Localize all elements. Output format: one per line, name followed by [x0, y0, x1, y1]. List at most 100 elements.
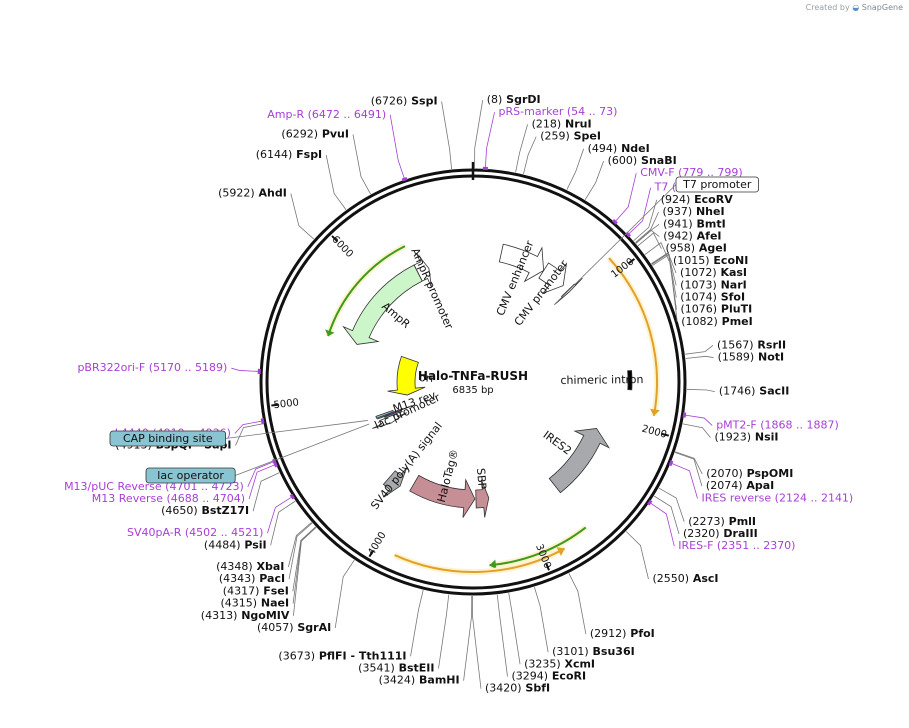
site-sspi-pos: (6726): [371, 94, 408, 107]
site-bmti-name: BmtI: [693, 217, 726, 230]
site-econi-leader: [644, 242, 670, 262]
site-bmti-label: (941) BmtI: [663, 217, 726, 230]
primer-pmt2-f-label: pMT2-F (1868 .. 1887): [716, 418, 839, 431]
site-draiii-pos: (2320): [683, 527, 720, 540]
site-sgrai-leader: [334, 559, 355, 629]
site-fsei-pos: (4317): [223, 584, 260, 597]
backbone: [259, 162, 687, 596]
site-kasi-label: (1072) KasI: [680, 266, 747, 279]
site-nari-name: NarI: [717, 278, 747, 291]
site-pflfi-name: PflFI: [315, 649, 347, 662]
primer-amp-r-range: (6472 .. 6491): [304, 108, 386, 121]
feature-ampr-label: AmpR: [379, 300, 413, 331]
primer-sv40pa-r-binding-mark: [289, 493, 295, 500]
site-xcmi-name: XcmI: [561, 657, 595, 670]
site-ecori-pos: (3294): [512, 670, 549, 683]
site-sspi-name: SspI: [407, 94, 437, 107]
site-ngomiv-name: NgoMIV: [237, 609, 290, 622]
site-asci-pos: (2550): [652, 572, 689, 585]
orf-halo-arrowhead: [489, 559, 497, 570]
site-econi-label: (1015) EcoNI: [673, 254, 748, 267]
site-pluti-name: PluTI: [717, 303, 752, 316]
site-sgrai-pos: (4057): [257, 621, 294, 634]
site-bsteii-label: (3541) BstEII: [358, 661, 434, 674]
primer-prs-marker-label: pRS-marker (54 .. 73): [499, 105, 618, 118]
site-snabi-pos: (600): [608, 154, 638, 167]
site-snabi-name: SnaBI: [637, 154, 676, 167]
tick-label-5000: 5000: [273, 397, 300, 411]
primer-amp-r-label: Amp-R (6472 .. 6491): [267, 108, 386, 121]
orf-layer: [325, 243, 660, 575]
site-sgrdi-name: SgrDI: [502, 93, 540, 106]
feature-ires2: [548, 428, 611, 494]
primer-ires-reverse-leader: [670, 462, 698, 499]
primer-t7-name: T7: [654, 181, 669, 194]
site-xbai-leader: [287, 522, 312, 568]
site-draiii-leader: [653, 495, 680, 535]
primer-amp-r-binding-mark: [401, 177, 408, 182]
snapgene-credit: Created by ◒ SnapGene: [806, 3, 903, 12]
site-bstz17i-pos: (4650): [161, 504, 198, 517]
tick-mark-4000: [368, 550, 374, 558]
feature-sv40-poly-a-signal: [382, 467, 408, 498]
primer-pbr322ori-f-name: pBR322ori-F: [77, 361, 145, 374]
orf-halo-arc: [489, 526, 587, 567]
feature-m13-rev: [376, 405, 413, 420]
feature-chimeric-intron: [627, 370, 633, 391]
site-pfoi-pos: (2912): [590, 627, 627, 640]
site-psii-name: PsiI: [241, 538, 267, 551]
feature-sbp: [475, 479, 490, 518]
site-ecorv-label: (924) EcoRV: [661, 193, 733, 206]
site-pfoi-leader: [568, 573, 587, 635]
feature-ampr: [342, 264, 423, 345]
site-sacii-leader: [686, 388, 715, 393]
primer-ires-f-label: IRES-F (2351 .. 2370): [678, 539, 795, 552]
site-bsu36i-pos: (3101): [552, 645, 589, 658]
orf-ampr-arrowhead: [325, 329, 335, 337]
site-ahdi-leader: [290, 193, 315, 240]
site-pflfi-label: (3673) PflFI - Tth111I: [278, 649, 406, 662]
boxed-lac-operator-leader: [235, 423, 370, 476]
site-sfoi-pos: (1074): [680, 291, 717, 304]
site-nhei-name: NheI: [692, 205, 724, 218]
site-xbai-pos: (4348): [216, 560, 253, 573]
feature-cmv-promoter: [538, 262, 568, 295]
site-naei-pos: (4315): [221, 597, 258, 610]
tick-mark-6000: [331, 235, 338, 242]
primer-amp-r-name: Amp-R: [267, 108, 304, 121]
site-sacii-pos: (1746): [719, 385, 756, 398]
site-pmei-name: PmeI: [718, 315, 753, 328]
site-apai-name: ApaI: [743, 479, 775, 492]
site-sgrdi-pos: (8): [487, 93, 503, 106]
feature-ampr-promoter: [413, 252, 432, 288]
orf-ampr-arc: [327, 245, 406, 337]
site-pspomi-leader: [675, 451, 703, 475]
primer-amp-r-leader: [389, 114, 405, 180]
site-xcmi-label: (3235) XcmI: [524, 657, 595, 670]
site-spei-name: SpeI: [570, 130, 601, 143]
leader-layer: [225, 99, 715, 689]
site-paci-label: (4343) PacI: [219, 572, 285, 585]
primer-cmv-f-name: CMV-F: [640, 166, 674, 179]
site-pmei-label: (1082) PmeI: [681, 315, 753, 328]
site-apai-label: (2074) ApaI: [706, 479, 774, 492]
site-nhei-label: (937) NheI: [663, 205, 725, 218]
site-kasi-name: KasI: [717, 266, 747, 279]
site-asci-label: (2550) AscI: [652, 572, 718, 585]
site-sbfi-name: SbfI: [522, 682, 551, 695]
site-rsrii-pos: (1567): [717, 338, 754, 351]
site-bstz17i-leader: [252, 472, 280, 512]
boxed-lac-operator-box: [145, 467, 236, 484]
primer-cmv-f-leader: [614, 173, 637, 223]
site-ahdi-name: AhdI: [255, 187, 287, 200]
primer-prs-marker-range: (54 .. 73): [563, 105, 617, 118]
site-pfoi-name: PfoI: [626, 627, 654, 640]
site-fsei-name: FseI: [259, 584, 288, 597]
site-sspi-label: (6726) SspI: [371, 94, 438, 107]
primer-pbr322ori-f-leader: [231, 367, 260, 372]
tick-mark-5000: [271, 403, 279, 407]
primer-m13-puc-reverse-name: M13/pUC Reverse: [64, 480, 162, 493]
site-asci-leader: [625, 531, 649, 580]
site-bspqi-leader: [235, 423, 264, 446]
